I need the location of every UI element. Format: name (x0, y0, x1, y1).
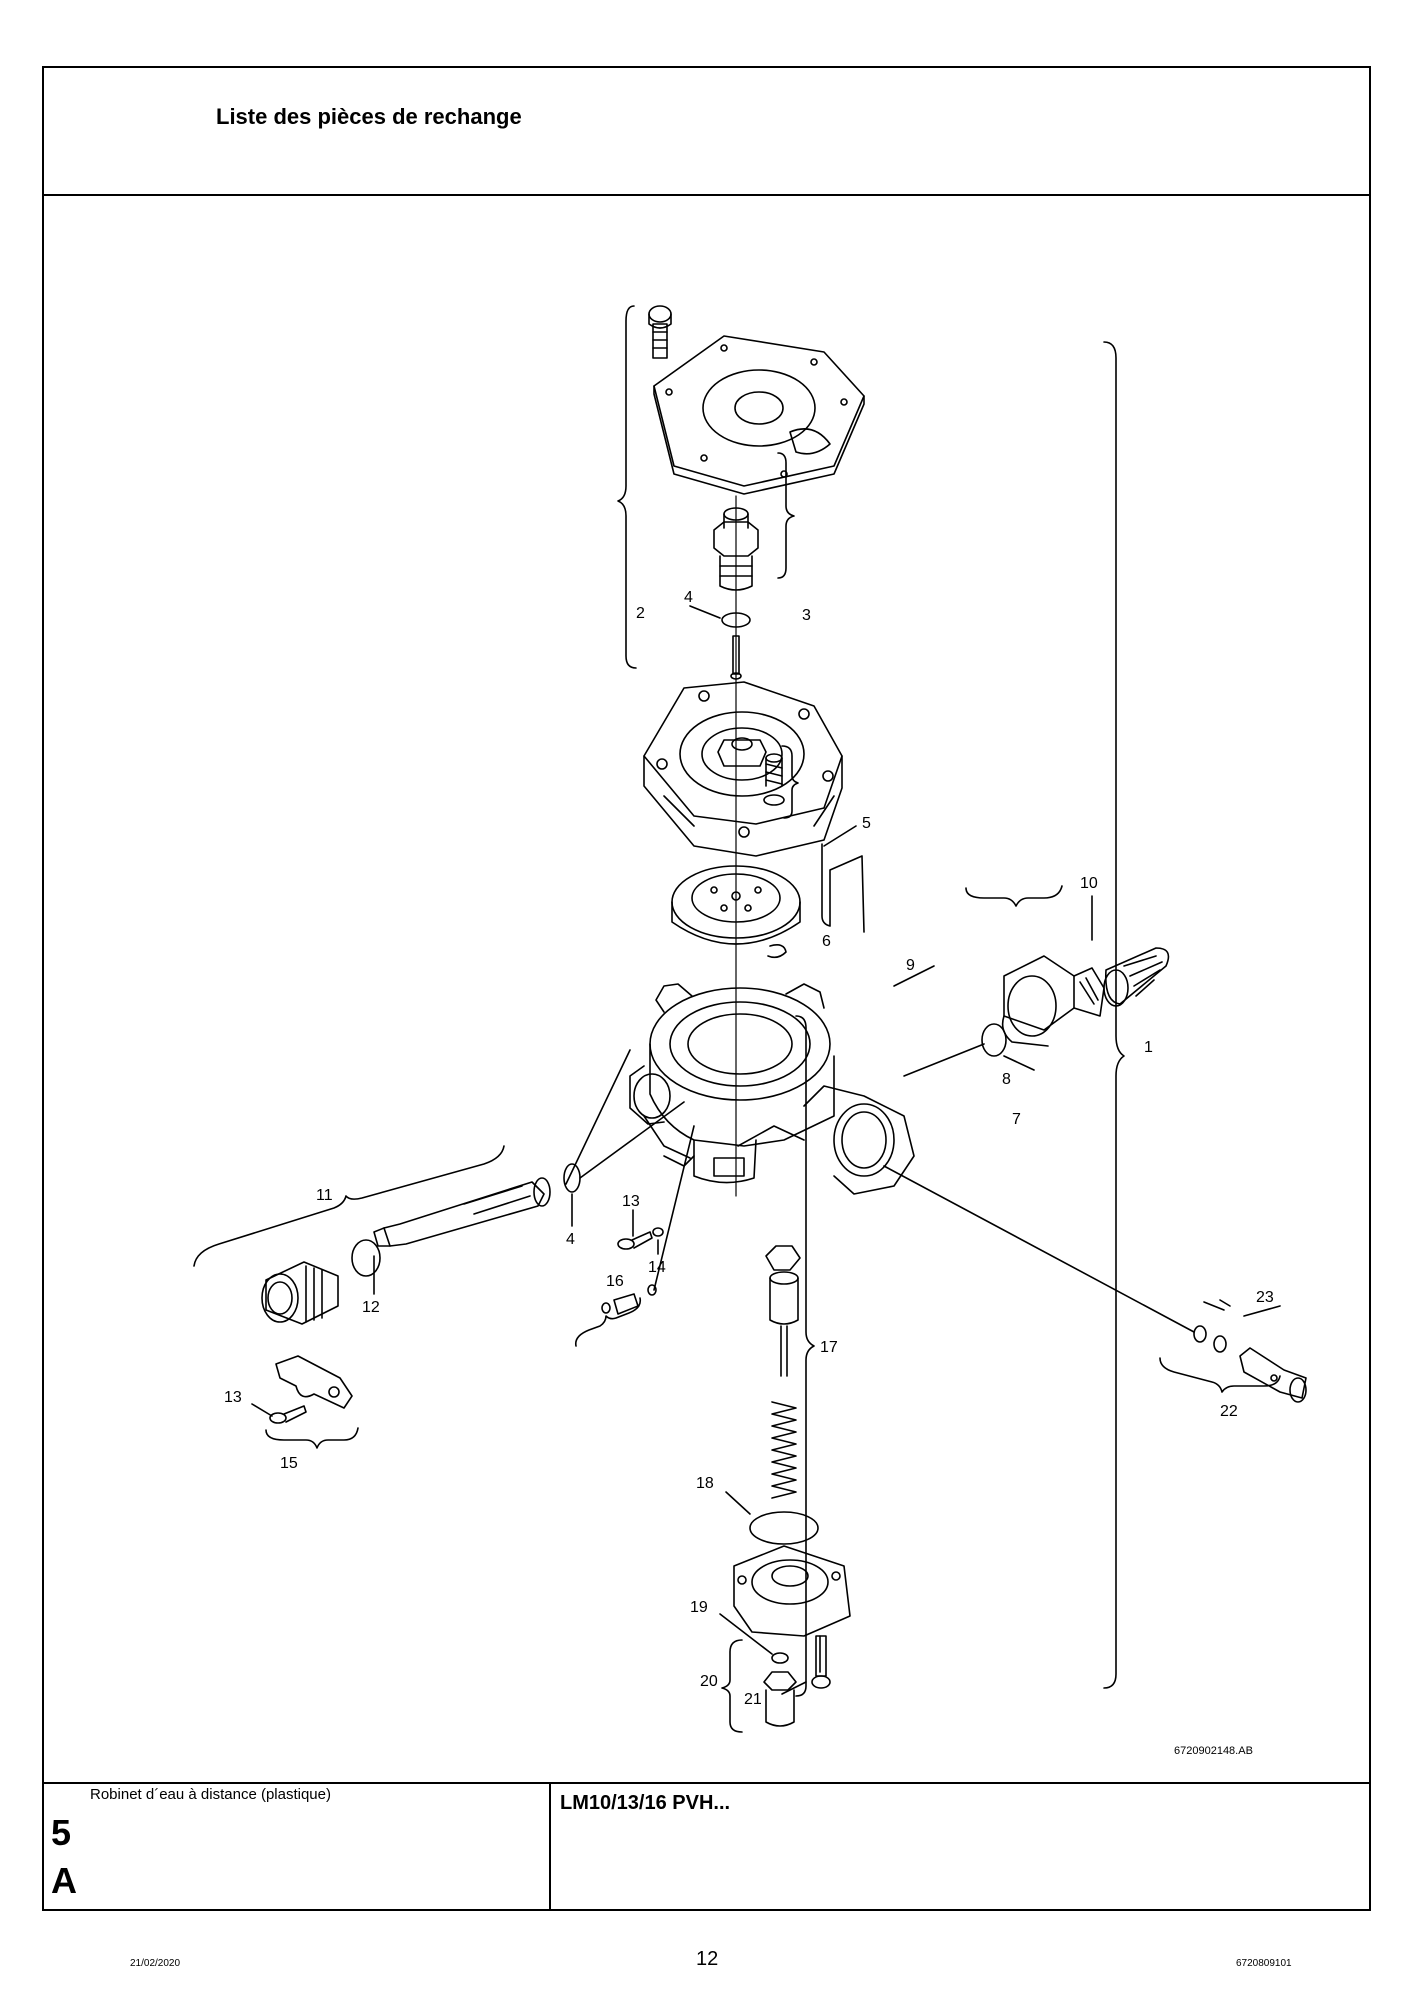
o-ring-connector (981, 1023, 1007, 1057)
callout-23: 23 (1256, 1289, 1274, 1306)
footer-box: Robinet d´eau à distance (plastique) 5 A… (44, 1782, 1369, 1911)
callout-labels: 1 2 3 4 4 5 6 7 8 9 10 11 12 13 13 14 15… (224, 589, 1274, 1708)
leader-23 (1243, 1305, 1281, 1317)
brace-2 (617, 305, 637, 669)
doc-number: 6720809101 (1236, 1958, 1292, 1969)
brace-3 (777, 452, 795, 579)
exploded-view-svg: 1 2 3 4 4 5 6 7 8 9 10 11 12 13 13 14 15… (193, 305, 1307, 1757)
callout-4-top: 4 (684, 589, 693, 606)
top-cover (653, 335, 865, 495)
leader-axis-16 (653, 1125, 695, 1291)
footer-divider (549, 1784, 551, 1911)
leader-13-left (251, 1403, 273, 1417)
callout-20: 20 (700, 1673, 718, 1690)
brace-16 (574, 1297, 642, 1347)
page-number: 12 (696, 1948, 719, 1970)
brace-17 (795, 1015, 815, 1697)
valve-stem (765, 1245, 801, 1377)
brace-11 (193, 1145, 505, 1267)
o-ring-23 (1213, 1335, 1227, 1353)
o-ring-22 (1193, 1325, 1207, 1343)
brace-6 (781, 745, 799, 819)
callout-15: 15 (280, 1455, 298, 1472)
small-spring (763, 753, 785, 806)
section-number: 5 (51, 1812, 72, 1853)
product-description: Robinet d´eau à distance (plastique) (90, 1786, 331, 1803)
drain-plug (1239, 1347, 1307, 1403)
screw-21 (811, 1635, 831, 1689)
bottom-cover (733, 1545, 851, 1637)
seal-18 (749, 1511, 819, 1545)
header-box: Liste des pièces de rechange (44, 68, 1369, 196)
o-ring-nut (351, 1239, 381, 1277)
brace-1 (1103, 341, 1125, 1689)
callout-22: 22 (1220, 1403, 1238, 1420)
leader-18 (725, 1491, 751, 1515)
brace-7 (965, 885, 1063, 907)
callout-19: 19 (690, 1599, 708, 1616)
leader-8 (1003, 1055, 1035, 1071)
callout-11: 11 (316, 1187, 333, 1204)
callout-21: 21 (744, 1691, 762, 1708)
leader-axis-22 (883, 1165, 1195, 1333)
print-date: 21/02/2020 (130, 1958, 181, 1969)
drawing-reference: 6720902148.AB (1174, 1745, 1253, 1757)
o-ring-top (721, 612, 751, 628)
callout-17: 17 (820, 1339, 838, 1356)
callout-4-left: 4 (566, 1231, 575, 1248)
wire-clip (821, 843, 865, 933)
connector-fitting (1001, 955, 1105, 1047)
small-plug (601, 1284, 657, 1315)
leader-axis-left2 (579, 1101, 685, 1179)
callout-18: 18 (696, 1475, 714, 1492)
screw-13-mid (617, 1231, 653, 1250)
callout-16: 16 (606, 1273, 624, 1290)
callout-10: 10 (1080, 875, 1098, 892)
callout-7: 7 (1012, 1111, 1021, 1128)
callout-6: 6 (822, 933, 831, 950)
brace-22 (1159, 1357, 1281, 1393)
callout-2: 2 (636, 605, 645, 622)
spindle (373, 1177, 551, 1247)
brace-20 (721, 1639, 743, 1733)
leader-axis-left (565, 1049, 631, 1185)
leader-9 (893, 965, 935, 987)
leader-axis-right (903, 1043, 985, 1077)
callout-14: 14 (648, 1259, 666, 1276)
callout-12: 12 (362, 1299, 380, 1316)
plug-20 (763, 1671, 797, 1727)
leader-19 (719, 1613, 773, 1655)
callout-1: 1 (1144, 1039, 1153, 1056)
section-letter: A (51, 1860, 77, 1901)
main-body (629, 983, 915, 1195)
washer-14 (652, 1227, 664, 1237)
valve-spring (771, 1401, 797, 1499)
callout-9: 9 (906, 957, 915, 974)
diaphragm (671, 865, 801, 959)
o-ring-19 (771, 1652, 789, 1664)
model-name: LM10/13/16 PVH... (560, 1792, 731, 1814)
filter-strainer (1103, 947, 1170, 1007)
page-frame: Liste des pièces de rechange (42, 66, 1371, 1911)
exploded-view-diagram: 1 2 3 4 4 5 6 7 8 9 10 11 12 13 13 14 15… (44, 196, 1369, 1782)
upper-housing (643, 681, 843, 857)
screw-top (648, 305, 672, 359)
gland-nut (261, 1261, 339, 1325)
callout-8: 8 (1002, 1071, 1011, 1088)
bracket (275, 1355, 353, 1409)
valve-seat (713, 507, 759, 591)
o-ring-spindle (563, 1163, 581, 1193)
brace-23 (1203, 1299, 1231, 1311)
brace-15 (265, 1427, 359, 1449)
leader-4-top (689, 605, 721, 619)
callout-13-left: 13 (224, 1389, 242, 1406)
leader-21 (781, 1681, 807, 1695)
page-title: Liste des pièces de rechange (216, 104, 522, 129)
screw-13-left (269, 1405, 307, 1424)
leader-5 (823, 825, 857, 847)
callout-13-mid: 13 (622, 1193, 640, 1210)
callout-3: 3 (802, 607, 811, 624)
pin (730, 635, 742, 680)
callout-5: 5 (862, 815, 871, 832)
